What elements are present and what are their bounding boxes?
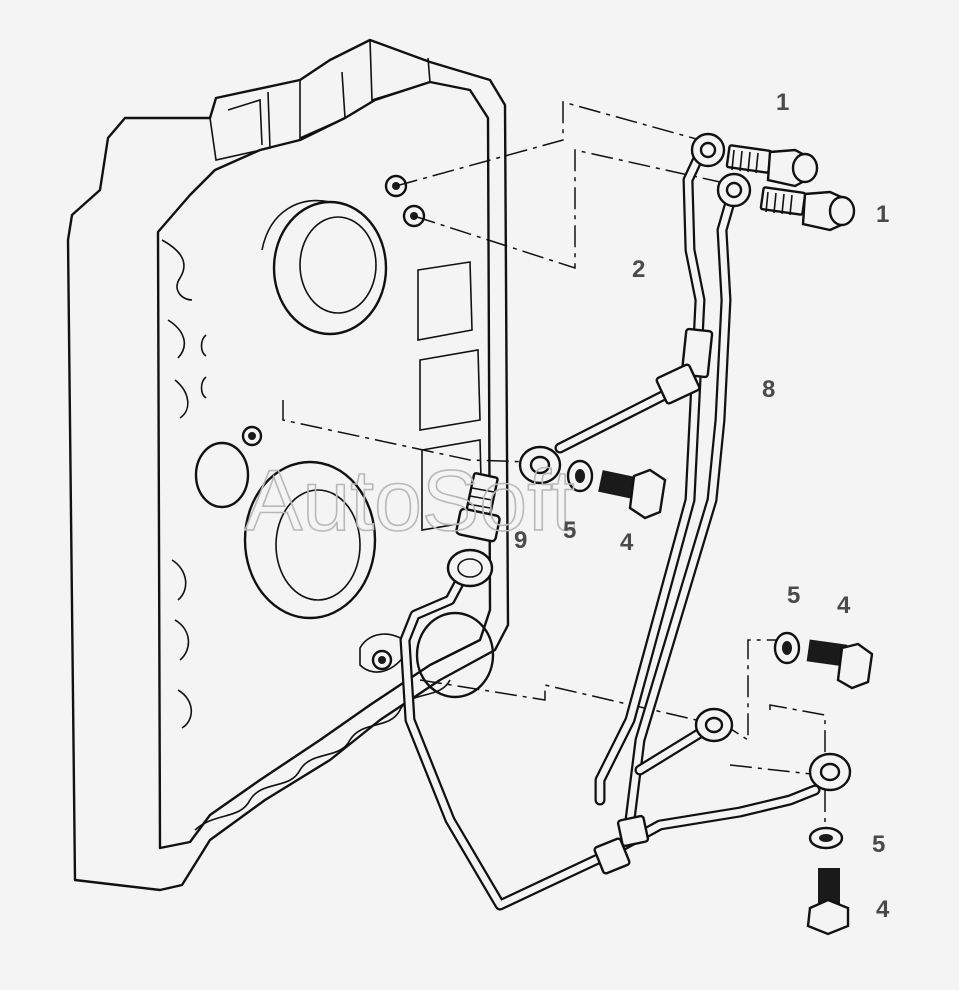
washer-bolt-bottom bbox=[806, 826, 850, 936]
callout-5-bottom: 5 bbox=[872, 831, 885, 858]
pipe-8 bbox=[624, 172, 752, 826]
lower-pipe bbox=[399, 564, 821, 911]
banjo-bolt-1-right bbox=[759, 186, 856, 232]
callout-4-bottom: 4 bbox=[876, 896, 890, 923]
pipe-2 bbox=[594, 132, 726, 806]
callout-1-top: 1 bbox=[776, 89, 789, 116]
branch-pipe-middle bbox=[518, 327, 714, 485]
callout-4-right: 4 bbox=[837, 592, 851, 619]
callout-4-middle: 4 bbox=[620, 529, 634, 556]
callout-1-right: 1 bbox=[876, 201, 889, 228]
callout-5-middle: 5 bbox=[563, 517, 576, 544]
branch-pipe-lower bbox=[634, 707, 852, 792]
callout-5-right: 5 bbox=[787, 582, 800, 609]
alignment-lines bbox=[282, 101, 826, 830]
transmission-housing bbox=[66, 38, 510, 892]
washer-bolt-right bbox=[773, 631, 874, 690]
fitting-9 bbox=[446, 472, 501, 588]
washer-bolt-middle bbox=[566, 459, 667, 520]
callout-2: 2 bbox=[632, 256, 645, 283]
callout-8: 8 bbox=[762, 376, 775, 403]
banjo-bolt-1-top bbox=[725, 144, 819, 188]
watermark: AutoSoft bbox=[245, 453, 575, 549]
callout-9: 9 bbox=[514, 527, 527, 554]
